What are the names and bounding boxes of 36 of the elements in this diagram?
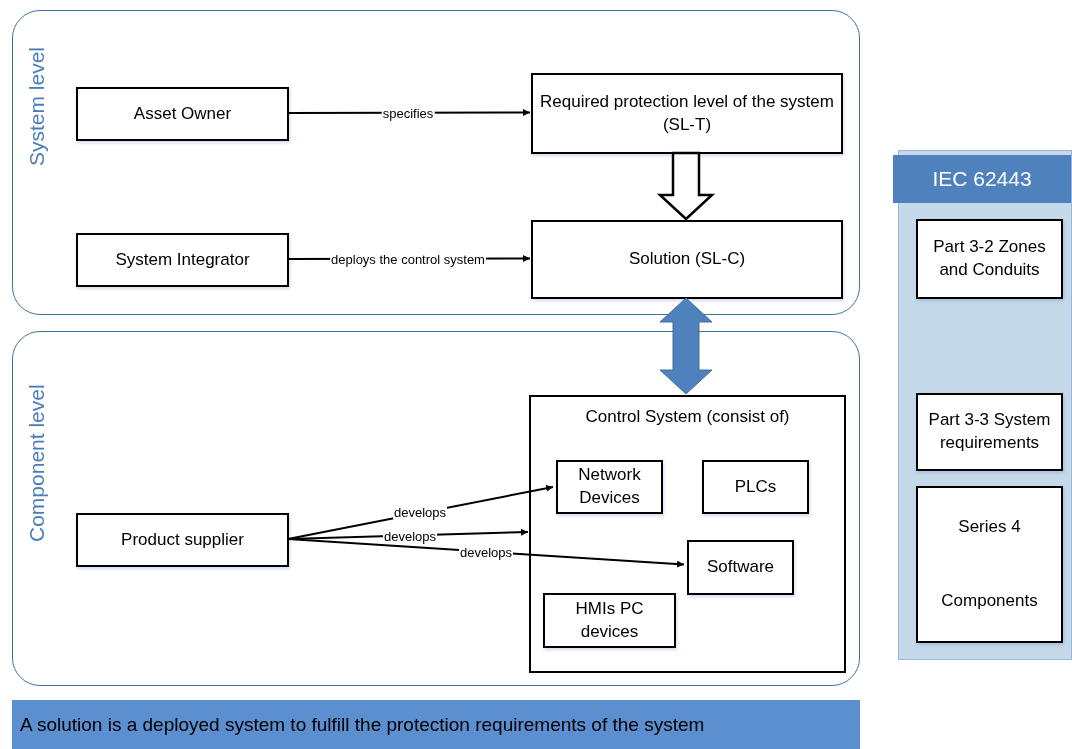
process-box [531, 220, 843, 299]
section-title: System level [25, 46, 49, 166]
process-box [76, 233, 289, 287]
box-label: Part 3-3 System requirements [927, 409, 1052, 454]
group-title: Control System (consist of) [584, 407, 791, 427]
process-box [543, 593, 676, 648]
process-box [702, 460, 809, 514]
box-label: Software [706, 556, 775, 579]
edge-label: develops [393, 504, 447, 520]
caption-bar: A solution is a deployed system to fulfill the protection requirements of the system [12, 700, 860, 749]
process-box [531, 73, 843, 154]
process-box [76, 513, 289, 567]
block-arrow [656, 151, 716, 221]
process-box [916, 393, 1063, 471]
block-arrow [659, 297, 713, 395]
box-label: Required protection level of the system (SL-T) [539, 90, 835, 136]
group-box [529, 395, 846, 673]
box-label: Solution (SL-C) [628, 248, 746, 271]
box-label: Components [941, 590, 1038, 613]
process-box [916, 219, 1063, 299]
section-title: Component level [25, 384, 49, 542]
box-label: Network Devices [577, 464, 642, 509]
box-label: Product supplier [121, 528, 244, 551]
box-label: System Integrator [115, 248, 250, 271]
process-box [687, 540, 794, 595]
box-label: HMIs PC devices [574, 597, 645, 643]
panel-header: IEC 62443 [893, 155, 1071, 203]
box-label: Series 4 [958, 515, 1021, 538]
process-box [916, 486, 1063, 643]
process-box [76, 87, 289, 141]
section-panel [12, 331, 860, 686]
box-label: PLCs [734, 475, 777, 498]
process-box [556, 460, 663, 514]
box-label: Part 3-2 Zones and Conduits [932, 236, 1047, 281]
section-panel [12, 10, 860, 315]
box-label: Asset Owner [133, 102, 232, 125]
